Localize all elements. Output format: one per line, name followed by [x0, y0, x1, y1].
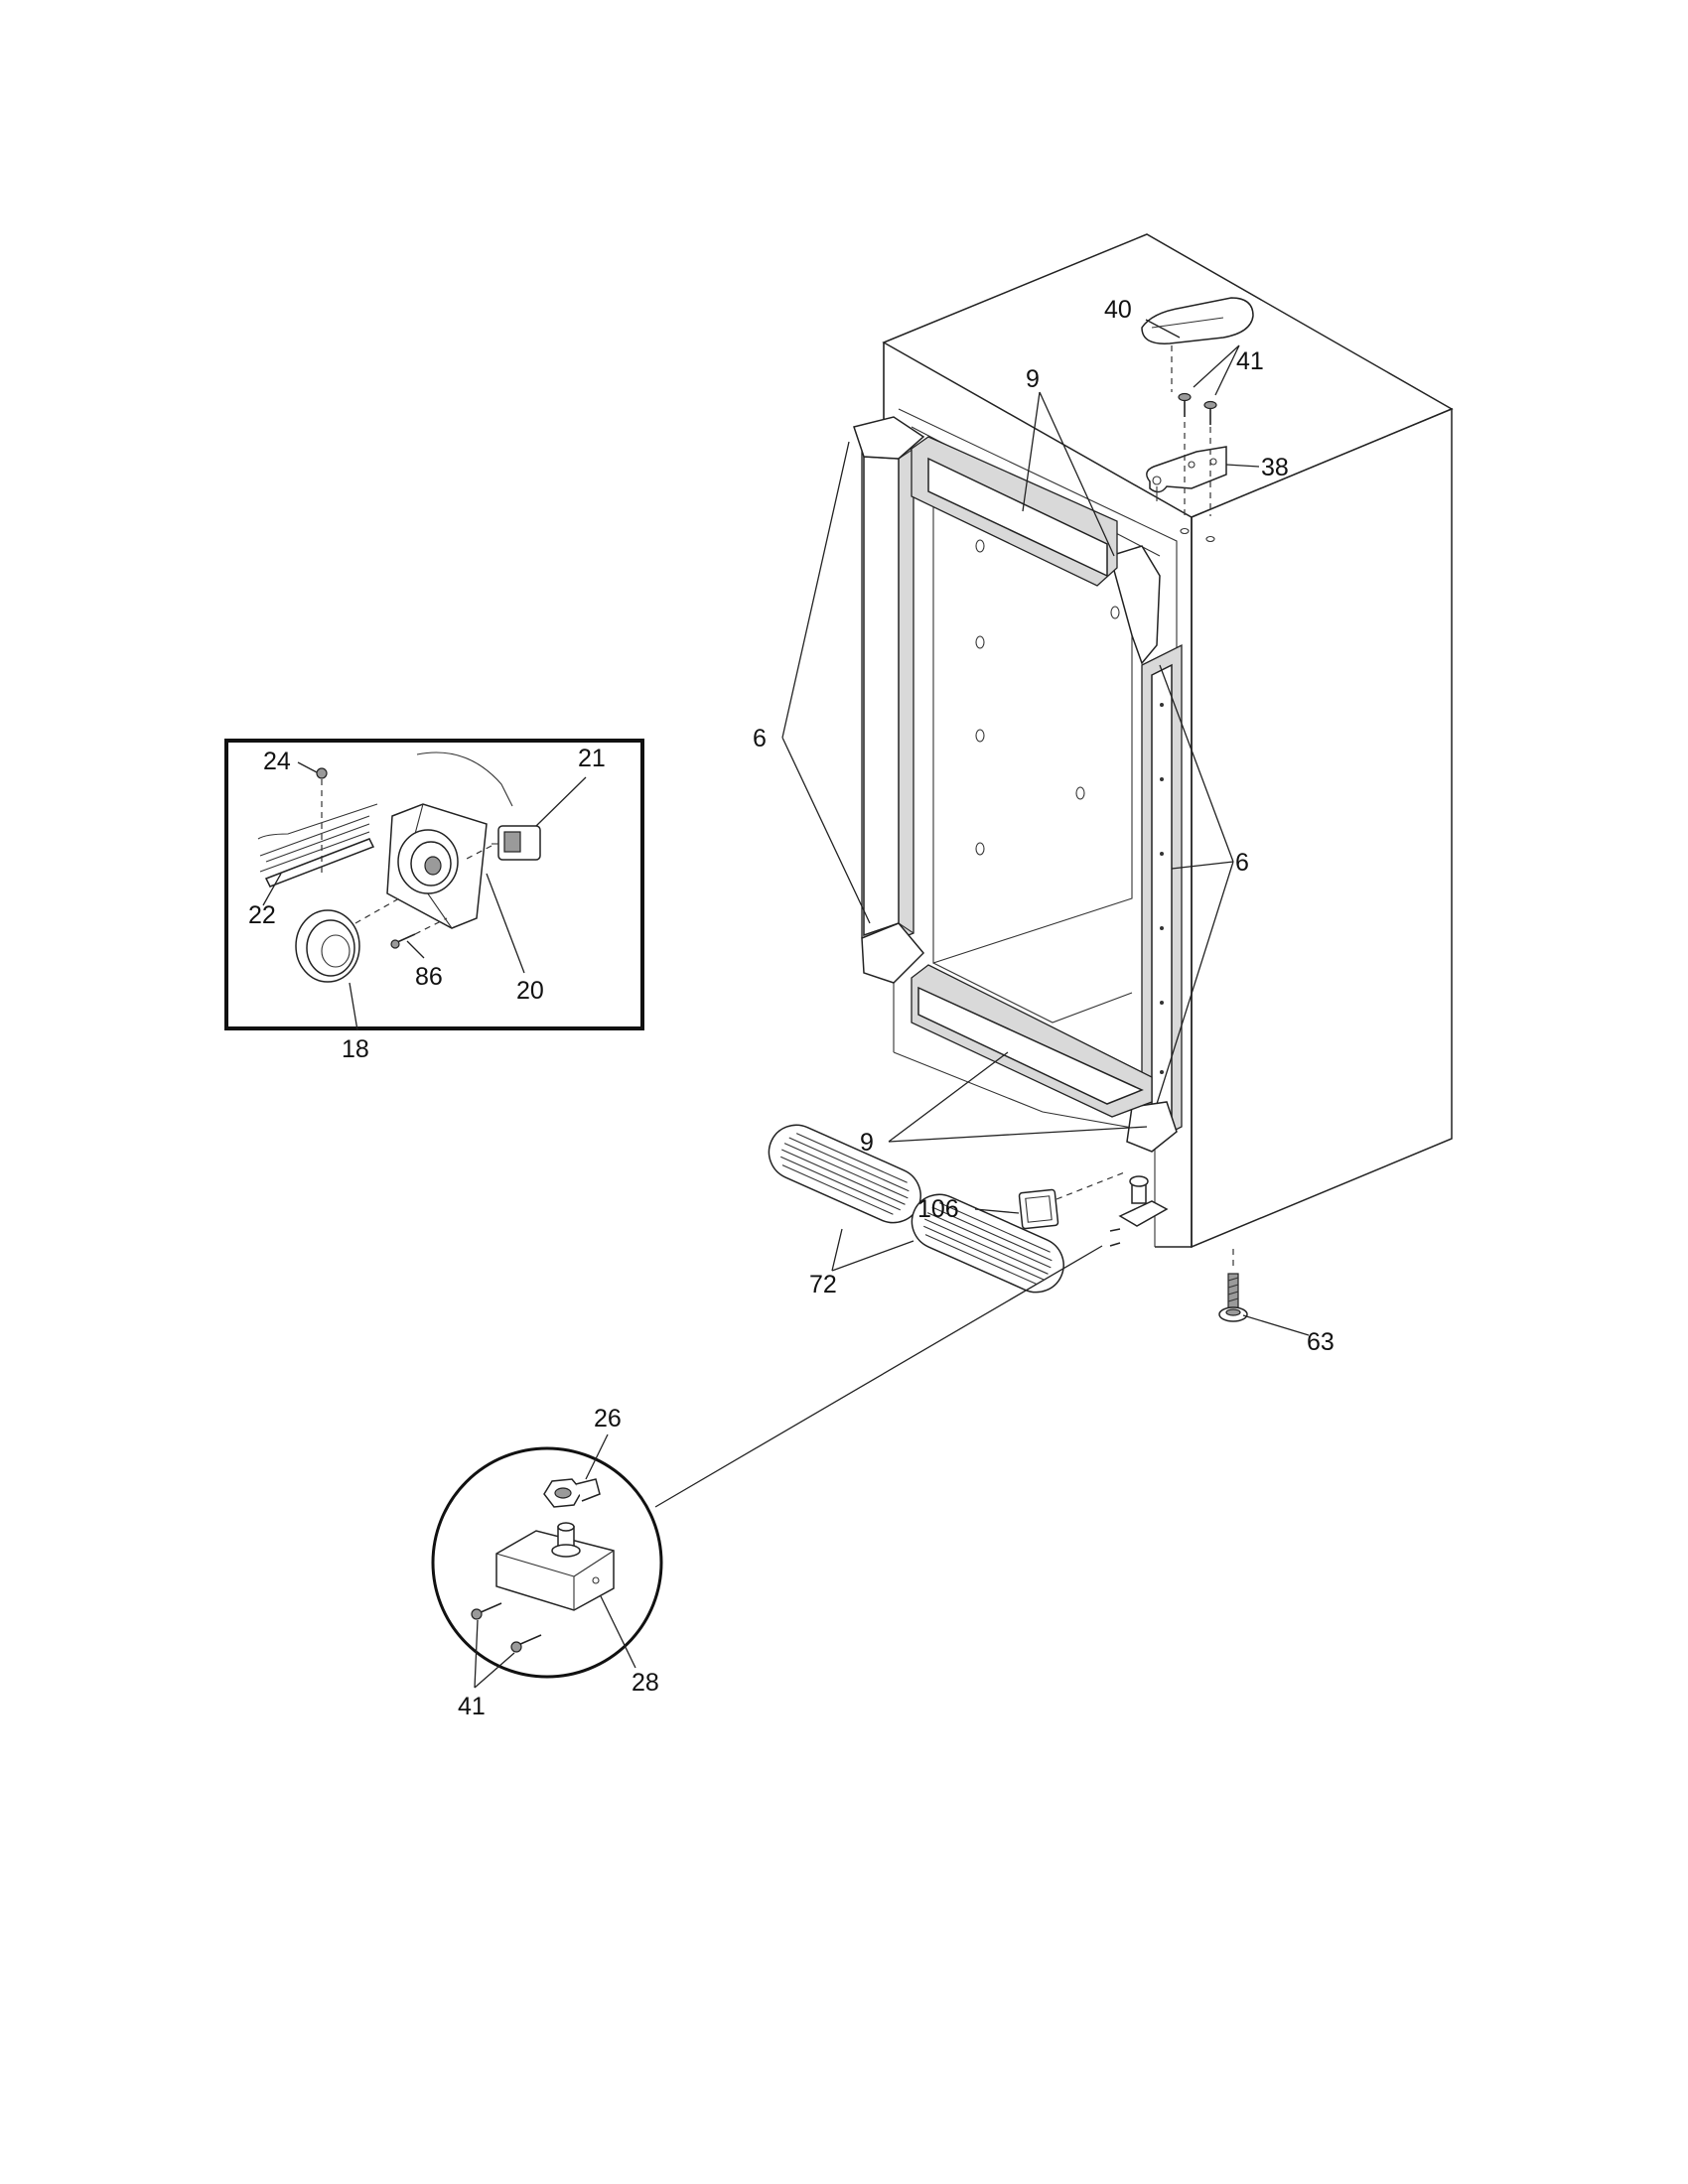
gasket-right [1109, 545, 1183, 1153]
hinge-screws-top [1178, 392, 1217, 425]
label-6-right: 6 [1235, 849, 1249, 877]
breaker-strip-top [911, 436, 1118, 587]
cabinet [882, 233, 1454, 1249]
label-22: 22 [248, 901, 276, 929]
label-9-bottom: 9 [860, 1129, 874, 1157]
label-26: 26 [594, 1405, 622, 1433]
label-86: 86 [415, 963, 443, 991]
label-20: 20 [516, 977, 544, 1005]
gasket-right-dots [1160, 703, 1164, 1074]
grille-lower [911, 1193, 1064, 1294]
label-40: 40 [1104, 296, 1132, 324]
label-9-top: 9 [1026, 365, 1040, 393]
label-6-left: 6 [753, 725, 767, 752]
label-38: 38 [1261, 454, 1289, 481]
leader-lines [654, 319, 1310, 1508]
inset-light-box [224, 739, 644, 1031]
label-106: 106 [917, 1195, 959, 1223]
label-72: 72 [809, 1271, 837, 1298]
label-28: 28 [632, 1669, 659, 1697]
label-41-top: 41 [1236, 347, 1264, 375]
label-63: 63 [1307, 1328, 1335, 1356]
label-24: 24 [263, 748, 291, 775]
leveling-leg [1218, 1273, 1248, 1322]
magnifier-bottom-hinge [431, 1433, 663, 1689]
label-18: 18 [342, 1035, 369, 1063]
label-21: 21 [578, 745, 606, 772]
bottom-hinge-installed [1109, 1175, 1169, 1247]
top-hinge [1146, 446, 1227, 501]
callout-labels: 40 41 38 9 6 6 9 106 72 63 24 21 22 86 2… [248, 296, 1335, 1720]
gasket-left [853, 416, 925, 984]
grille-upper [768, 1124, 921, 1224]
label-41-bottom: 41 [458, 1693, 486, 1720]
pad-106 [1018, 1188, 1059, 1230]
liner-holes [975, 539, 1120, 856]
breaker-strip-bottom [911, 964, 1153, 1118]
